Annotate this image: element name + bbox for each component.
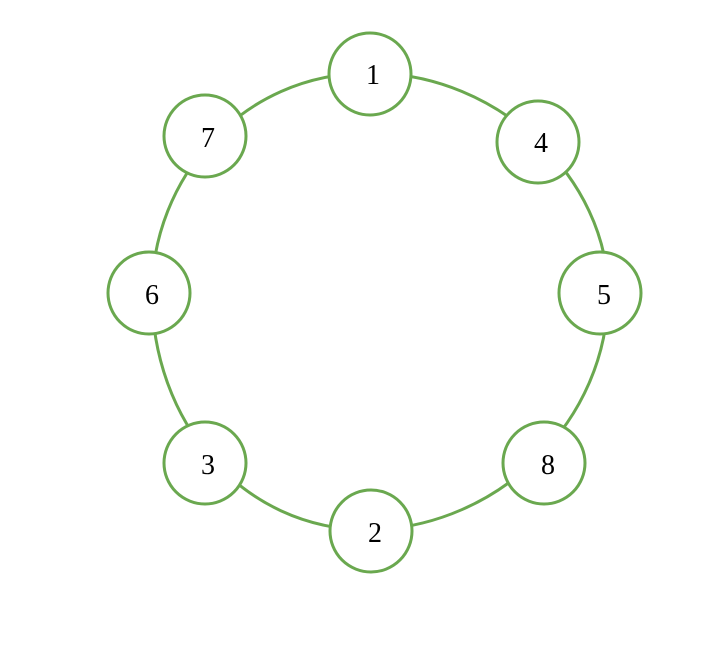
ring-node-8: 8 [501, 420, 587, 506]
ring-node-5: 5 [557, 250, 643, 336]
ring-node-6: 6 [106, 250, 192, 336]
ring-node-2: 2 [328, 488, 414, 574]
node-label: 6 [145, 280, 159, 311]
node-label: 4 [534, 128, 548, 159]
ring-node-1: 1 [327, 31, 413, 117]
node-label: 2 [368, 518, 382, 549]
node-label: 5 [597, 280, 611, 311]
node-label: 7 [201, 123, 215, 154]
ring-node-3: 3 [162, 420, 248, 506]
node-label: 8 [541, 450, 555, 481]
node-label: 3 [201, 450, 215, 481]
ring-node-7: 7 [162, 93, 248, 179]
ring-node-4: 4 [495, 99, 581, 185]
node-label: 1 [366, 60, 380, 91]
